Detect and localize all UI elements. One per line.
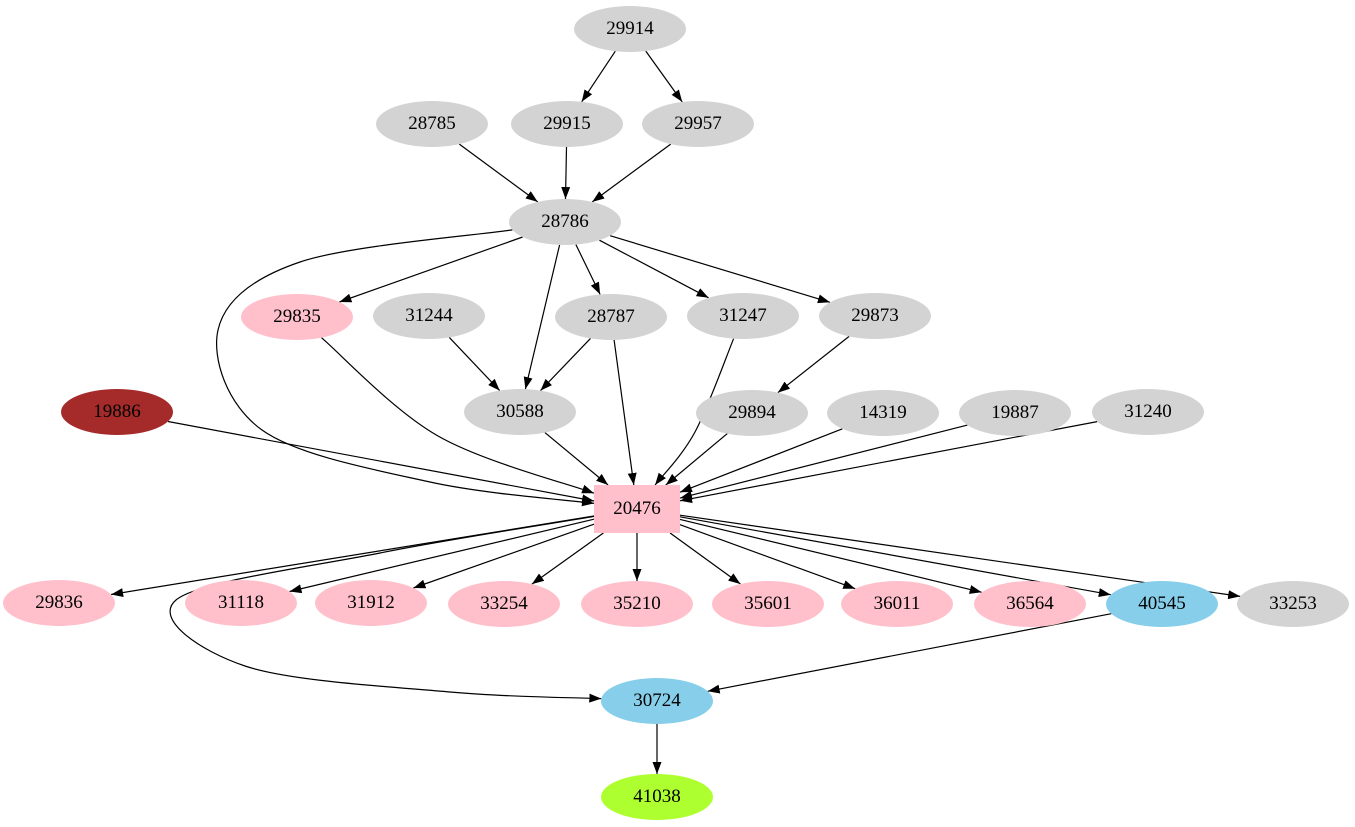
edge-29894-to-20476: [665, 433, 728, 486]
graph-node-35601: 35601: [712, 581, 824, 627]
graph-node-29835: 29835: [241, 294, 353, 340]
edge-20476-to-31912: [413, 523, 595, 589]
graph-node-29836: 29836: [3, 580, 115, 626]
graph-node-41038: 41038: [601, 774, 713, 820]
graph-node-28787: 28787: [555, 294, 667, 340]
edge-14319-to-20476: [679, 428, 843, 493]
graph-node-28785: 28785: [376, 101, 488, 147]
graph-node-29957: 29957: [642, 101, 754, 147]
edge-28787-to-20476: [613, 339, 637, 486]
edge-28786-to-28787: [575, 244, 601, 295]
edge-20476-to-36564: [679, 518, 982, 594]
edge-28785-to-28786: [458, 143, 539, 203]
graph-node-29873: 29873: [819, 293, 931, 339]
graph-node-33253: 33253: [1237, 581, 1349, 627]
graph-node-29914: 29914: [574, 6, 686, 52]
graph-node-31240: 31240: [1092, 389, 1204, 435]
edge-29915-to-28786: [561, 146, 571, 200]
edge-29914-to-29957: [645, 50, 683, 103]
graph-node-19886: 19886: [61, 389, 173, 435]
graph-node-31118: 31118: [185, 580, 297, 626]
edge-28786-to-20476: [216, 229, 595, 507]
graph-node-40545: 40545: [1106, 581, 1218, 627]
edge-31247-to-20476: [654, 338, 735, 486]
edge-29957-to-28786: [591, 143, 672, 203]
graph-node-31244: 31244: [373, 293, 485, 339]
graph-node-14319: 14319: [827, 390, 939, 436]
edge-28787-to-30588: [540, 337, 591, 392]
graph-node-36564: 36564: [974, 581, 1086, 627]
graph-node-35210: 35210: [581, 581, 693, 627]
edge-29873-to-29894: [777, 335, 850, 394]
edge-28786-to-29873: [609, 235, 831, 304]
edge-31244-to-30588: [448, 336, 501, 392]
graph-node-30588: 30588: [464, 389, 576, 435]
edge-30588-to-20476: [544, 432, 609, 486]
graph-node-33254: 33254: [448, 581, 560, 627]
graph-node-28786: 28786: [509, 199, 621, 245]
edge-20476-to-35601: [669, 532, 741, 585]
edge-29835-to-20476: [321, 337, 595, 494]
graph-node-30724: 30724: [601, 678, 713, 724]
graph-node-29915: 29915: [511, 101, 623, 147]
edge-28786-to-29835: [339, 236, 523, 303]
edge-20476-to-36011: [679, 524, 856, 590]
edge-28786-to-31247: [599, 239, 709, 299]
edge-20476-to-31118: [289, 518, 595, 594]
edge-20476-to-33254: [531, 532, 604, 585]
graph-node-29894: 29894: [696, 390, 808, 436]
edge-19886-to-20476: [167, 420, 595, 504]
edge-28786-to-30588: [523, 244, 561, 390]
edge-20476-to-30724: [169, 515, 602, 703]
edge-19887-to-20476: [679, 424, 968, 500]
graph-node-20476: 20476: [594, 485, 680, 533]
edge-40545-to-30724: [707, 613, 1112, 694]
graph-node-36011: 36011: [841, 581, 953, 627]
edge-29914-to-29915: [581, 50, 616, 103]
graph-node-19887: 19887: [959, 390, 1071, 436]
graph-node-31912: 31912: [315, 580, 427, 626]
graph-node-31247: 31247: [687, 293, 799, 339]
